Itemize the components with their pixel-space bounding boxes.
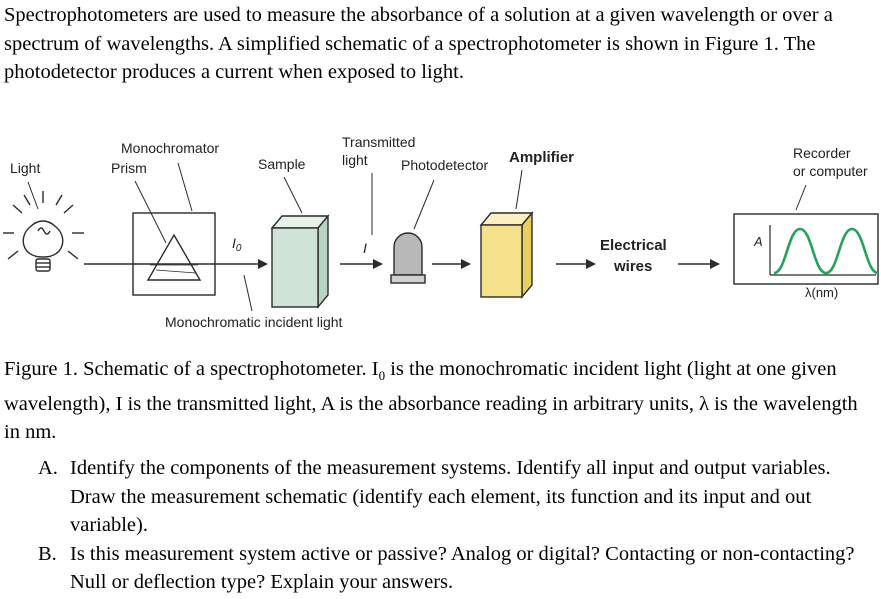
label-light: Light [10,160,40,176]
label-i: I [363,240,367,256]
question-a: A. Identify the components of the measur… [0,454,881,540]
label-leader-prism [134,180,167,244]
sample-cuvette [270,214,330,309]
question-letter: A. [38,457,58,479]
label-recorder: Recorder [793,145,851,161]
label-electrical: Electrical [600,237,667,254]
label-leader-light [27,181,39,210]
caption-rest: is the monochromatic incident light (lig… [4,358,858,444]
label-transmitted: Transmitted [342,134,415,150]
label-prism: Prism [111,160,147,176]
label-amplifier: Amplifier [509,149,574,166]
label-leader-recorder [795,184,807,211]
photodetector-icon [390,232,426,284]
beam-arrowhead [258,259,268,269]
label-transmitted-light: light [342,152,368,168]
label-leader-monochromator [177,162,193,212]
question-text: Is this measurement system active or pas… [70,542,855,594]
wire-arrowhead-left [586,259,596,269]
label-leader-amplifier [515,169,523,210]
question-list: A. Identify the components of the measur… [0,454,881,597]
label-leader-sample [283,176,303,214]
question-letter: B. [38,542,57,565]
label-leader-mono-incident [243,274,253,312]
label-monochromator: Monochromator [121,140,219,156]
label-or-computer: or computer [793,163,868,179]
spectrophotometer-diagram: Light Monochromator Prism Sample Transmi… [3,134,879,330]
figure-caption: Figure 1. Schematic of a spectrophotomet… [4,355,878,446]
label-leader-photodetector [413,179,435,230]
label-sample: Sample [258,156,306,172]
label-photodetector: Photodetector [401,157,489,173]
axis-lambda-label: λ(nm) [805,285,838,300]
question-b: B. Is this measurement system active or … [0,540,881,597]
amplifier-box [479,211,534,299]
recorder-display [733,213,879,285]
label-i0: I0 [232,235,242,254]
monochromator-box [132,212,216,296]
label-wires: wires [613,258,652,275]
light-bulb-icon [3,191,84,272]
wire-arrowhead-right [710,259,720,269]
transmitted-arrowhead [373,259,383,269]
axis-a-label: A [753,234,763,249]
detector-arrowhead [461,259,471,269]
question-text: Identify the components of the measureme… [70,457,831,536]
label-monochromatic-incident: Monochromatic incident light [165,314,343,330]
caption-prefix: Figure 1. Schematic of a spectrophotomet… [4,358,379,380]
caption-subscript: 0 [378,368,386,384]
intro-paragraph: Spectrophotometers are used to measure t… [4,4,833,83]
